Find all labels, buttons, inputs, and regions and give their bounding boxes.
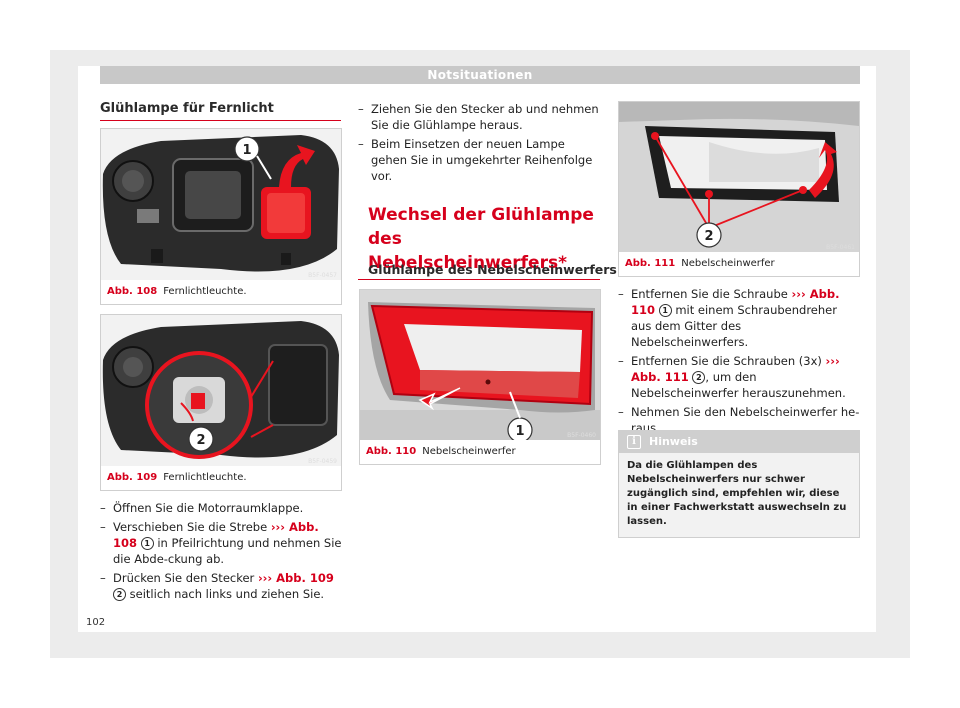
figure-reference-link[interactable]: ››› Abb. 111 (631, 354, 840, 384)
image-code: B5F-0460 (567, 432, 596, 439)
figure-number: Abb. 108 (107, 286, 158, 297)
figure-caption-text: Nebelscheinwerfer (422, 446, 516, 457)
figure-number: Abb. 111 (625, 258, 676, 269)
section-rule (358, 279, 600, 280)
callout-2 (188, 426, 214, 452)
chapter-header: Notsituationen (100, 66, 860, 84)
step-item: Ziehen Sie den Stecker ab und nehmen Sie… (358, 101, 600, 133)
step-item: Öffnen Sie die Motorraumklappe. (100, 500, 342, 516)
callout-number-badge: 1 (658, 304, 672, 317)
section-rule (100, 120, 341, 121)
image-code: B5F-0457 (308, 272, 337, 279)
steps-list-middle: Ziehen Sie den Stecker ab und nehmen Sie… (358, 101, 600, 187)
callout-1 (234, 136, 260, 162)
image-code: B5F-0459 (308, 458, 337, 465)
steps-list-right: Entfernen Sie die Schraube ››› Abb. 110 … (618, 286, 860, 439)
heading-fog-light-bulb: Wechsel der Glühlampe des Nebelscheinwer… (368, 205, 594, 273)
svg-text:1: 1 (515, 424, 524, 439)
figure-reference-link[interactable]: ››› Abb. 108 (113, 520, 319, 550)
note-box: i Hinweis Da die Glühlampen des Nebelsch… (618, 430, 860, 538)
svg-text:1: 1 (242, 143, 251, 158)
figure-caption-text: Nebelscheinwerfer (681, 258, 775, 269)
headlight-image: 1 (101, 129, 341, 280)
headlight-connector-image: 2 (101, 315, 341, 466)
section-title-high-beam: Glühlampe für Fernlicht (100, 101, 274, 116)
note-title: Hinweis (649, 435, 698, 448)
svg-text:2: 2 (704, 229, 713, 244)
step-item: Beim Einsetzen der neuen Lampe gehen Sie… (358, 136, 600, 184)
step-item: Drücken Sie den Stecker ››› Abb. 109 2 s… (100, 570, 342, 602)
figure-reference-link[interactable]: ››› Abb. 110 (631, 287, 840, 317)
info-icon: i (627, 435, 641, 449)
figure-number: Abb. 110 (366, 446, 417, 457)
figure-caption-text: Fernlichtleuchte. (163, 472, 247, 483)
figure-111: 2 B5F-0461 Abb. 111 Nebelscheinwerfer (618, 101, 860, 277)
figure-caption: Abb. 109 Fernlichtleuchte. (101, 466, 341, 490)
figure-108: 1 B5F-0457 Abb. 108 Fernlichtleuchte. (100, 128, 342, 305)
step-item: Verschieben Sie die Strebe ››› Abb. 108 … (100, 519, 342, 567)
note-body: Da die Glühlampen des Nebelscheinwerfers… (627, 460, 847, 527)
figure-110: 1 B5F-0460 Abb. 110 Nebelscheinwerfer (359, 289, 601, 465)
fog-light-image: 1 (360, 290, 600, 440)
step-item: Entfernen Sie die Schrauben (3x) ››› Abb… (618, 353, 860, 401)
figure-caption: Abb. 111 Nebelscheinwerfer (619, 252, 859, 276)
note-header: i Hinweis (619, 431, 859, 453)
figure-reference-link[interactable]: ››› Abb. 109 (257, 571, 334, 585)
svg-text:2: 2 (196, 433, 205, 448)
callout-number-badge: 2 (692, 371, 706, 384)
callout-number-badge: 1 (140, 537, 154, 550)
figure-number: Abb. 109 (107, 472, 158, 483)
section-title-fog-light: Glühlampe des Nebelscheinwerfers (368, 262, 617, 277)
callout-2 (696, 222, 722, 248)
figure-caption: Abb. 108 Fernlichtleuchte. (101, 280, 341, 304)
figure-109: 2 B5F-0459 Abb. 109 Fernlichtleuchte. (100, 314, 342, 491)
fog-light-screws-image: 2 (619, 102, 859, 252)
figure-caption-text: Fernlichtleuchte. (163, 286, 247, 297)
page-number: 102 (86, 617, 106, 628)
step-item: Entfernen Sie die Schraube ››› Abb. 110 … (618, 286, 860, 350)
image-code: B5F-0461 (826, 244, 855, 251)
callout-number-badge: 2 (113, 588, 126, 601)
steps-list-left: Öffnen Sie die Motorraumklappe. Verschie… (100, 500, 342, 605)
figure-caption: Abb. 110 Nebelscheinwerfer (360, 440, 600, 464)
